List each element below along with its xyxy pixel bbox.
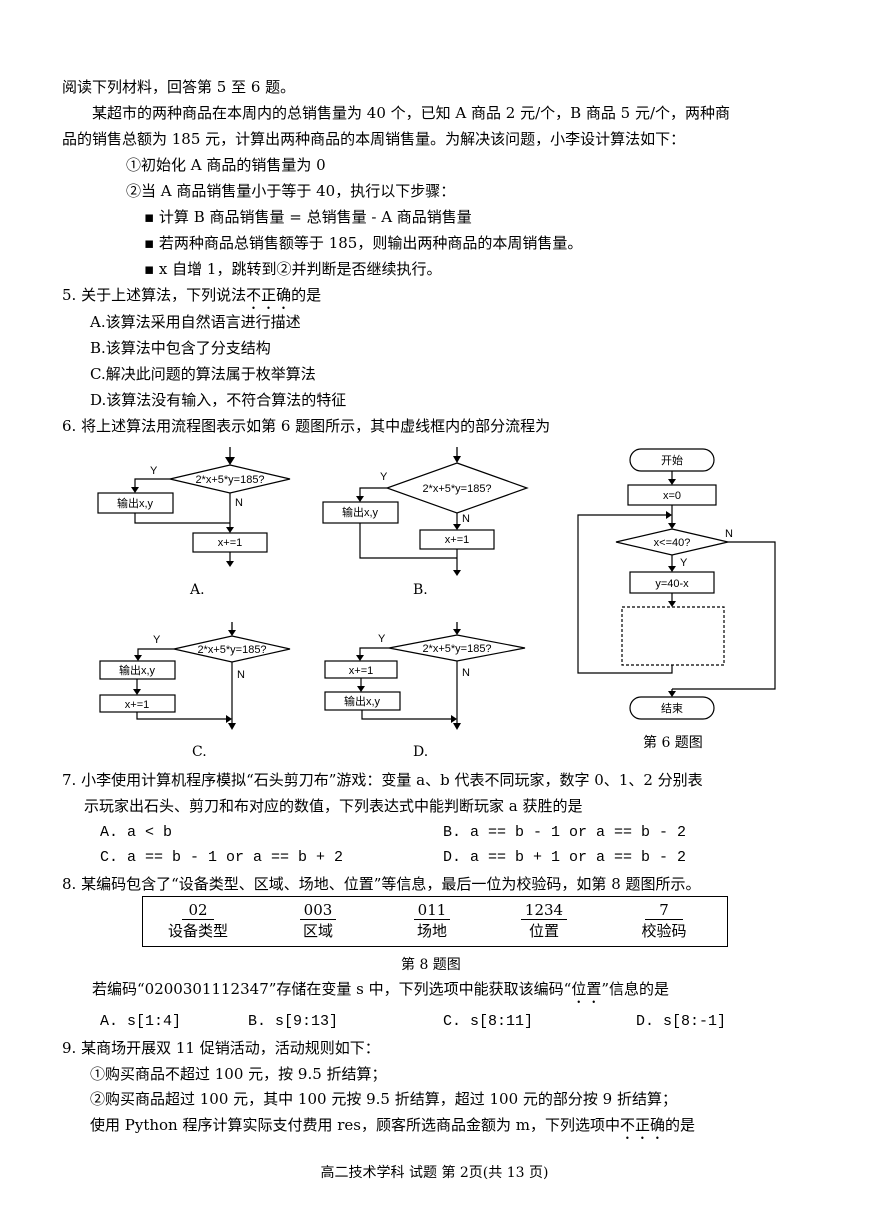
algorithm-sub-1: ▪ 计算 B 商品销售量 = 总销售量 - A 商品销售量: [144, 208, 472, 226]
q7-option-d: D. a == b + 1 or a == b - 2: [443, 849, 687, 866]
field-name: 场地: [416, 922, 447, 940]
output-label: 输出x,y: [342, 505, 379, 519]
algorithm-sub-2: ▪ 若两种商品总销售额等于 185，则输出两种商品的本周销售量。: [144, 234, 583, 252]
calc-label: y=40-x: [655, 578, 689, 590]
q5-option-b: B.该算法中包含了分支结构: [90, 339, 271, 357]
q8-option-a: A. s[1:4]: [100, 1013, 182, 1030]
q5-option-d: D.该算法没有输入，不符合算法的特征: [90, 391, 347, 409]
field-code: 1234: [520, 901, 568, 920]
algorithm-sub-3: ▪ x 自增 1，跳转到②并判断是否继续执行。: [144, 260, 442, 278]
q8-question: 若编码“0200301112347”存储在变量 s 中，下列选项中能获取该编码“…: [92, 979, 669, 1007]
no-label: N: [462, 513, 470, 525]
q8-question-a: 若编码“0200301112347”存储在变量 s 中，下列选项中能获取该编码“: [92, 980, 572, 998]
field-code: 003: [299, 901, 337, 920]
loop-cond-label: x<=40?: [654, 537, 691, 549]
incr-label: x+=1: [349, 665, 373, 677]
q6-stem: 6. 将上述算法用流程图表示如第 6 题图所示，其中虚线框内的部分流程为: [62, 417, 551, 435]
no-label: N: [237, 669, 245, 681]
q6-option-d-flowchart: 2*x+5*y=185? Y x+=1 输出x,y N: [324, 622, 526, 730]
q6-main-flowchart: 开始 x=0 x<=40? N Y y=40-x 结束: [577, 448, 776, 720]
q8-stem: 8. 某编码包含了“设备类型、区域、场地、位置”等信息，最后一位为校验码，如第 …: [62, 875, 701, 893]
incr-label: x+=1: [445, 534, 469, 546]
q8-option-c: C. s[8:11]: [443, 1013, 534, 1030]
field-name: 区域: [302, 922, 333, 940]
cond-label: 2*x+5*y=185?: [422, 483, 491, 495]
incr-label: x+=1: [125, 699, 149, 711]
q6-figure-caption: 第 6 题图: [643, 735, 703, 751]
incr-label: x+=1: [218, 537, 242, 549]
algorithm-step-2: ②当 A 商品销售量小于等于 40，执行以下步骤：: [126, 182, 456, 200]
q5-option-c: C.解决此问题的算法属于枚举算法: [90, 365, 316, 383]
no-label: N: [462, 667, 470, 679]
field-region: 003 区域: [283, 901, 353, 942]
q7-option-b: B. a == b - 1 or a == b - 2: [443, 824, 687, 841]
q9-stem: 9. 某商场开展双 11 促销活动，活动规则如下：: [62, 1039, 380, 1057]
q9-question-a: 使用 Python 程序计算实际支付费用 res，顾客所选商品金额为 m，下列选…: [90, 1116, 620, 1134]
q6-option-a-flowchart: 2*x+5*y=185? Y 输出x,y N x+=1: [97, 447, 291, 567]
field-position: 1234 位置: [509, 901, 579, 942]
q5-stem-emphasis: 不正确: [246, 286, 292, 304]
field-name: 校验码: [641, 922, 687, 940]
cond-label: 2*x+5*y=185?: [197, 644, 266, 656]
q5-stem-b: 的是: [291, 286, 322, 304]
yes-label: Y: [378, 633, 386, 645]
material-line-2: 品的销售总额为 185 元，计算出两种商品的本周销售量。为解决该问题，小李设计算…: [62, 130, 686, 148]
intro-text: 阅读下列材料，回答第 5 至 6 题。: [62, 78, 296, 96]
q6-option-c-label: C.: [192, 744, 207, 760]
field-checksum: 7 校验码: [629, 901, 699, 942]
dashed-box: [621, 606, 725, 666]
algorithm-step-1: ①初始化 A 商品的销售量为 0: [126, 156, 326, 174]
yes-label: Y: [680, 557, 688, 569]
q9-question: 使用 Python 程序计算实际支付费用 res，顾客所选商品金额为 m，下列选…: [90, 1115, 695, 1143]
field-venue: 011 场地: [397, 901, 467, 942]
q8-option-d: D. s[8:-1]: [636, 1013, 727, 1030]
q9-rule-2: ②购买商品超过 100 元，其中 100 元按 9.5 折结算，超过 100 元…: [90, 1090, 677, 1108]
yes-label: Y: [153, 634, 161, 646]
no-label: N: [725, 528, 733, 540]
q7-stem-1: 7. 小李使用计算机程序模拟“石头剪刀布”游戏：变量 a、b 代表不同玩家，数字…: [62, 771, 703, 789]
q9-question-emphasis: 不正确: [620, 1116, 666, 1134]
output-label: 输出x,y: [119, 663, 156, 677]
field-code: 011: [413, 901, 451, 920]
q7-option-c: C. a == b - 1 or a == b + 2: [100, 849, 344, 866]
q9-rule-1: ①购买商品不超过 100 元，按 9.5 折结算；: [90, 1065, 387, 1083]
field-name: 设备类型: [167, 922, 228, 940]
material-line-1: 某超市的两种商品在本周内的总销售量为 40 个，已知 A 商品 2 元/个，B …: [92, 104, 731, 122]
q8-question-b: ”信息的是: [601, 980, 669, 998]
q6-option-a-label: A.: [190, 582, 205, 598]
start-label: 开始: [661, 453, 683, 467]
q8-figure-caption: 第 8 题图: [401, 957, 461, 973]
q5-option-a: A.该算法采用自然语言进行描述: [90, 313, 301, 331]
yes-label: Y: [380, 471, 388, 483]
field-code: 02: [182, 901, 214, 920]
no-label: N: [235, 497, 243, 509]
output-label: 输出x,y: [344, 694, 381, 708]
field-device-type: 02 设备类型: [163, 901, 233, 942]
q7-option-a: A. a < b: [100, 824, 173, 841]
q6-option-b-label: B.: [413, 582, 428, 598]
output-label: 输出x,y: [117, 496, 154, 510]
q6-option-d-label: D.: [413, 744, 429, 760]
q9-question-b: 的是: [665, 1116, 696, 1134]
cond-label: 2*x+5*y=185?: [422, 643, 491, 655]
q7-stem-2: 示玩家出石头、剪刀和布对应的数值，下列表达式中能判断玩家 a 获胜的是: [84, 797, 583, 815]
init-label: x=0: [663, 490, 681, 502]
q6-option-b-flowchart: 2*x+5*y=185? Y 输出x,y N x+=1: [322, 447, 529, 576]
page-footer: 高二技术学科 试题 第 2页(共 13 页): [320, 1165, 549, 1181]
field-name: 位置: [528, 922, 559, 940]
q6-option-c-flowchart: 2*x+5*y=185? Y 输出x,y x+=1 N: [99, 622, 291, 730]
field-code: 7: [645, 901, 683, 920]
q8-question-emphasis: 位置: [571, 980, 602, 998]
end-label: 结束: [661, 702, 683, 715]
q5-stem-a: 5. 关于上述算法，下列说法: [62, 286, 247, 304]
q8-option-b: B. s[9:13]: [248, 1013, 339, 1030]
cond-label: 2*x+5*y=185?: [195, 474, 264, 486]
yes-label: Y: [150, 465, 158, 477]
q8-figure: 02 设备类型 003 区域 011 场地 1234 位置 7 校验码: [142, 896, 728, 947]
q5-stem: 5. 关于上述算法，下列说法不正确的是: [62, 285, 321, 313]
